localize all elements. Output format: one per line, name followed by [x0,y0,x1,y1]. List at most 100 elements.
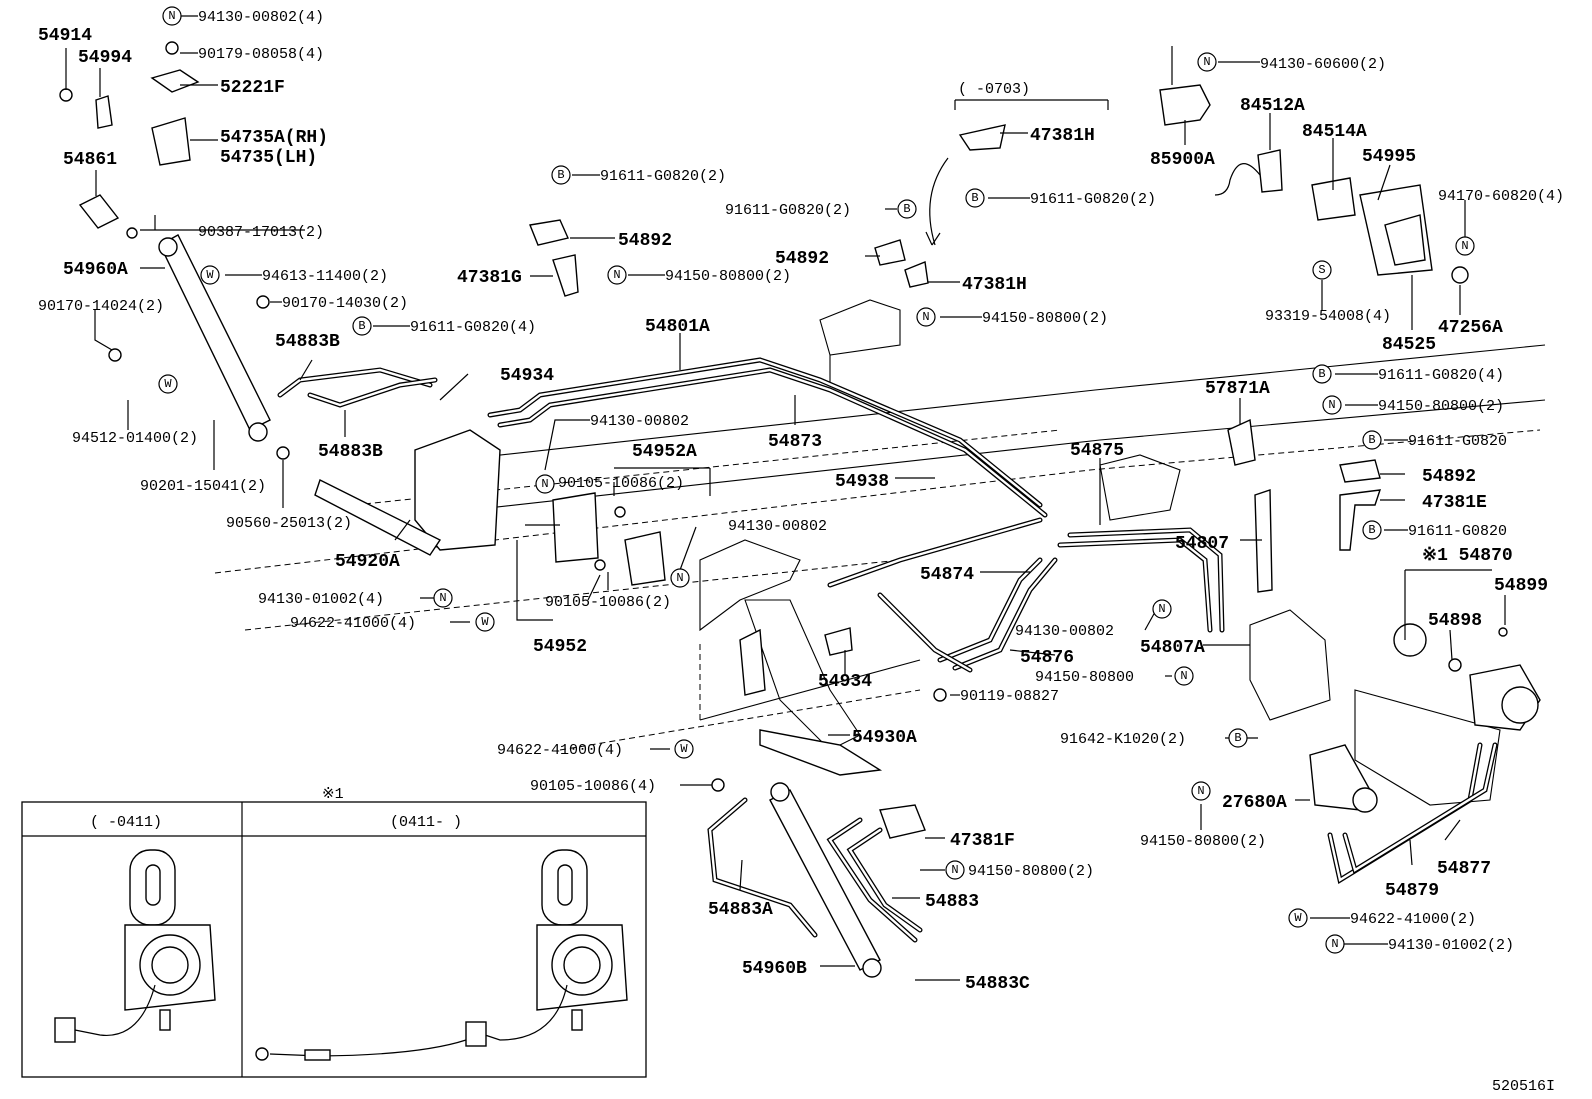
fastener-f15: 94130-00802 [728,518,827,535]
symbol-b-f20: B [965,188,985,208]
fastener-f4: 94613-11400(2) [262,268,388,285]
label-57871A: 57871A [1205,379,1270,399]
label-54892-c: 54892 [1422,467,1476,487]
label-54875: 54875 [1070,441,1124,461]
fastener-f33: 94622-41000(4) [497,742,623,759]
label-54874: 54874 [920,565,974,585]
symbol-b-f28: B [1362,520,1382,540]
svg-text:N: N [613,268,620,282]
label-54920A: 54920A [335,552,400,572]
symbol-b-f7: B [352,316,372,336]
fastener-f8: 94512-01400(2) [72,430,198,447]
symbol-b-f25: B [1312,364,1332,384]
variant-inset: ※1 ( -0411) (0411- ) [21,786,647,1078]
inset-marker: ※1 [322,786,344,803]
components [59,41,1541,978]
symbol-w-f8: W [158,374,178,394]
svg-text:W: W [680,742,688,756]
label-54876: 54876 [1020,648,1074,668]
label-54892-a: 54892 [618,231,672,251]
svg-text:N: N [1461,239,1468,253]
fastener-f23: 94170-60820(4) [1438,188,1564,205]
label-84525: 84525 [1382,335,1436,355]
svg-text:B: B [1234,731,1241,745]
symbol-n-f30: N [1174,666,1194,686]
figure-code: 520516I [1492,1078,1555,1095]
fastener-f9: 90201-15041(2) [140,478,266,495]
fastener-f1: 94130-00802(4) [198,9,324,26]
fastener-f19: 91611-G0820(2) [725,202,851,219]
fastener-f29: 94130-00802 [1015,623,1114,640]
label-54801A: 54801A [645,317,710,337]
label-54952A: 54952A [632,442,697,462]
fastener-f5: 90170-14030(2) [282,295,408,312]
fastener-f13: 94130-00802 [590,413,689,430]
fastener-f6: 90170-14024(2) [38,298,164,315]
label-54807A: 54807A [1140,638,1205,658]
fastener-f20: 91611-G0820(2) [1030,191,1156,208]
symbol-n-f23: N [1455,236,1475,256]
label-54892-b: 54892 [775,249,829,269]
label-85900A: 85900A [1150,150,1215,170]
fastener-f34: 90105-10086(4) [530,778,656,795]
symbol-n-f1: N [162,6,182,26]
fastener-f37: 94622-41000(2) [1350,911,1476,928]
label-54877: 54877 [1437,859,1491,879]
fastener-f7: 91611-G0820(4) [410,319,536,336]
label-54899: 54899 [1494,576,1548,596]
fastener-f17: 94130-01002(4) [258,591,384,608]
label-54914: 54914 [38,26,92,46]
date-bracket: ( -0703) [958,81,1030,98]
label-54995: 54995 [1362,147,1416,167]
label-54883B-bottom: 54883B [318,442,383,462]
svg-text:N: N [951,863,958,877]
fastener-f3: 90387-17013(2) [198,224,324,241]
symbol-n-f15: N [670,568,690,588]
fastener-f2: 90179-08058(4) [198,46,324,63]
fastener-f25: 91611-G0820(4) [1378,367,1504,384]
svg-text:N: N [1328,398,1335,412]
label-47381H-b: 47381H [962,275,1027,295]
actuator-early-drawing [54,849,216,1043]
fastener-f26: 94150-80800(2) [1378,398,1504,415]
svg-text:W: W [206,268,214,282]
svg-text:W: W [481,615,489,629]
svg-text:B: B [557,168,564,182]
fastener-f24: 93319-54008(4) [1265,308,1391,325]
fastener-f12: 94150-80800(2) [665,268,791,285]
label-54960A: 54960A [63,260,128,280]
symbol-n-f35: N [1191,781,1211,801]
label-54883B-top: 54883B [275,332,340,352]
symbol-n-f21: N [916,307,936,327]
label-54861: 54861 [63,150,117,170]
svg-text:B: B [903,202,910,216]
label-54883: 54883 [925,892,979,912]
label-54883C: 54883C [965,974,1030,994]
fastener-f16: 90105-10086(2) [545,594,671,611]
symbol-n-f29: N [1152,599,1172,619]
svg-text:N: N [1158,602,1165,616]
label-54807: 54807 [1175,534,1229,554]
svg-text:N: N [168,9,175,23]
fastener-f22: 94130-60600(2) [1260,56,1386,73]
svg-text:N: N [1203,55,1210,69]
label-54879: 54879 [1385,881,1439,901]
svg-text:N: N [922,310,929,324]
symbol-n-f12: N [607,265,627,285]
fastener-f10: 90560-25013(2) [226,515,352,532]
symbol-w-f18: W [475,612,495,632]
label-54735: 54735(LH) [220,148,317,168]
label-54883A: 54883A [708,900,773,920]
label-54870: ※1 54870 [1422,546,1513,566]
label-54735A: 54735A(RH) [220,128,328,148]
symbol-b-f19: B [897,199,917,219]
label-54960B: 54960B [742,959,807,979]
svg-text:B: B [358,319,365,333]
symbol-n-f22: N [1197,52,1217,72]
label-54873: 54873 [768,432,822,452]
fastener-callouts: 94130-00802(4) 90179-08058(4) 90387-1701… [38,9,1564,954]
symbol-w-f37: W [1288,908,1308,928]
label-54994: 54994 [78,48,132,68]
symbol-n-f38: N [1325,934,1345,954]
label-47381F: 47381F [950,831,1015,851]
